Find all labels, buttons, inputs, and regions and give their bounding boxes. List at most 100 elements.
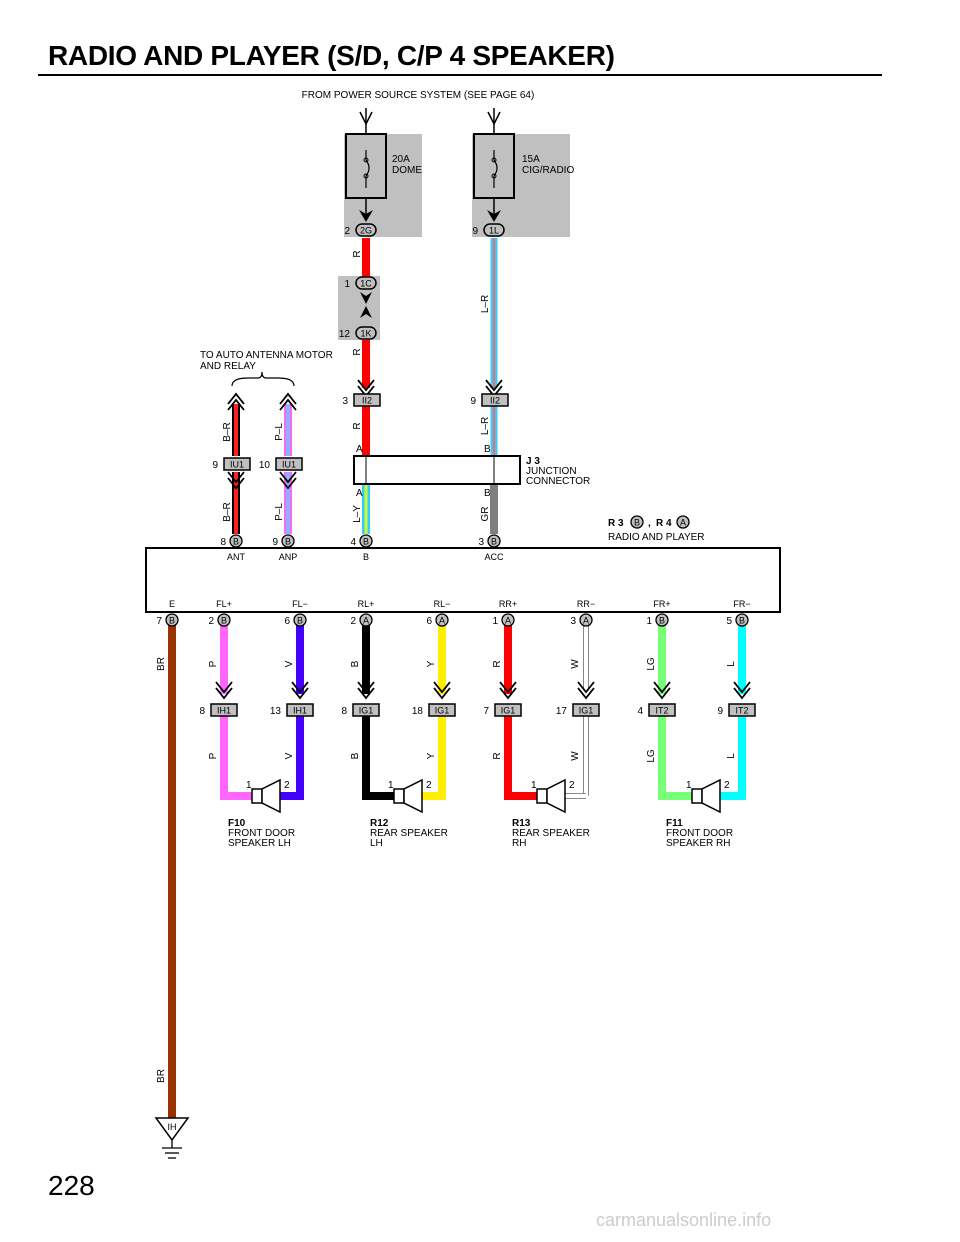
svg-text:II2: II2 [362,396,372,406]
connector-1c [355,276,377,290]
connector-ih1-2 [286,703,314,717]
svg-text:B: B [484,488,491,499]
radio-bottom-pin-tag-0: B [169,616,175,626]
wire-label-upper-1: P [208,660,219,667]
svg-text:9: 9 [472,226,478,237]
connector-pin-6: 17 [556,706,568,717]
fuse-cig-amp: 15A [522,154,540,165]
connector-ii2-right [481,393,509,407]
connector-it2-8 [728,703,756,717]
wire-label-gr: GR [480,507,491,522]
wire-label-dome-3: R [352,422,363,429]
speaker-name1-2: REAR SPEAKER [512,828,590,839]
svg-text:12: 12 [339,329,351,340]
svg-text:4: 4 [350,537,356,548]
svg-text:1K: 1K [360,329,371,339]
watermark: carmanualsonline.info [596,1210,772,1230]
wire-label-lower-8: L [726,753,737,759]
radio-term-b: B [363,552,369,562]
arrow-b-3 [357,687,375,700]
wire-label-lower-3: B [350,752,361,759]
speaker-name2-2: RH [512,838,526,849]
speaker-pin2-3: 2 [724,780,730,791]
wire-label-pl-upper: P–L [274,423,285,441]
svg-text:IU1: IU1 [282,460,296,470]
wire-label-lower-6: W [570,751,581,761]
speaker-pin1-3: 1 [686,780,692,791]
radio-bottom-pin-num-3: 2 [350,616,356,627]
connector-pin-4: 18 [412,706,424,717]
wire-label-lower-5: R [492,752,503,759]
connector-it2-7 [648,703,676,717]
speaker-name1-3: FRONT DOOR [666,828,733,839]
radio-bottom-pin-num-0: 7 [156,616,162,627]
speaker-name2-0: SPEAKER LH [228,838,291,849]
ground-triangle [154,1117,190,1142]
wire-label-upper-2: V [284,660,295,667]
fuse-cig-output-arrow [487,210,501,222]
power-source-label: FROM POWER SOURCE SYSTEM (SEE PAGE 64) [302,90,535,101]
speaker-icon-1 [403,778,423,814]
radio-bottom-pin-num-2: 6 [284,616,290,627]
svg-text:E: E [169,599,175,609]
wire-label-lower-2: V [284,752,295,759]
speaker-pin1-1: 1 [388,780,394,791]
speaker-code-3: F11 [666,818,683,829]
svg-text:A: A [356,488,363,499]
speaker-icon-2 [546,778,566,814]
svg-text:B: B [233,537,239,547]
radio-top-pins: B 8 B 9 B 4 B 3 [220,534,501,548]
radio-bottom-pin-tag-8: B [739,616,745,626]
speaker-pin1-2: 1 [531,780,537,791]
radio-bottom-pin-2 [293,613,307,627]
radio-code-r3: R 3 [608,518,624,529]
connector-pin-3: 8 [341,706,347,717]
svg-text:B: B [363,537,369,547]
wire-label-upper-6: W [570,659,581,669]
wire-label-br-lower: B–R [222,502,233,521]
speaker-icon-3 [701,778,721,814]
radio-bottom-pin-8 [735,613,749,627]
svg-text:1L: 1L [489,226,499,236]
svg-text:FL−: FL− [292,599,308,609]
svg-text:1C: 1C [360,279,372,289]
connector-pin-7: 4 [637,706,643,717]
radio-bottom-pin-tag-3: A [363,616,369,626]
connector-label-5: IG1 [501,706,516,716]
svg-text:JUNCTION: JUNCTION [526,466,577,477]
radio-bottom-pin-1 [217,613,231,627]
svg-text:B: B [491,537,497,547]
wire-label-dome-2: R [352,348,363,355]
connector-label-7: IT2 [655,706,668,716]
arrow-a-6 [577,681,595,694]
radio-bottom-pin-4 [435,613,449,627]
radio-bottom-pin-tag-2: B [297,616,303,626]
connector-iu1-left [223,457,251,471]
speaker-icon-0 [261,778,281,814]
speaker-pin1-0: 1 [246,780,252,791]
svg-text:2G: 2G [360,226,372,236]
arrow-a-5 [499,681,517,694]
arrow-a-4 [433,681,451,694]
antenna-brace [231,371,295,387]
radio-bottom-pin-num-4: 6 [426,616,432,627]
radio-code-r4: R 4 [656,518,672,529]
speaker-name2-3: SPEAKER RH [666,838,730,849]
radio-bottom-pin-tag-7: B [659,616,665,626]
svg-text:B: B [285,537,291,547]
fuse-box-cig-bg [472,134,570,237]
radio-bottom-pin-0 [165,613,179,627]
svg-text:A: A [356,444,363,455]
wire-label-cig-2: L–R [480,417,491,435]
arrow-b-8 [733,687,751,700]
wire-label-br-upper: B–R [222,422,233,441]
svg-text:1: 1 [344,279,350,290]
svg-text:RR+: RR+ [499,599,517,609]
radio-term-ant: ANT [227,552,246,562]
fuse-dome-amp: 20A [392,154,410,165]
svg-text:FR−: FR− [733,599,750,609]
svg-text:CONNECTOR: CONNECTOR [526,476,590,487]
connector-pin-2: 13 [270,706,282,717]
radio-bottom-pin-3 [359,613,373,627]
connector-label-8: IT2 [735,706,748,716]
